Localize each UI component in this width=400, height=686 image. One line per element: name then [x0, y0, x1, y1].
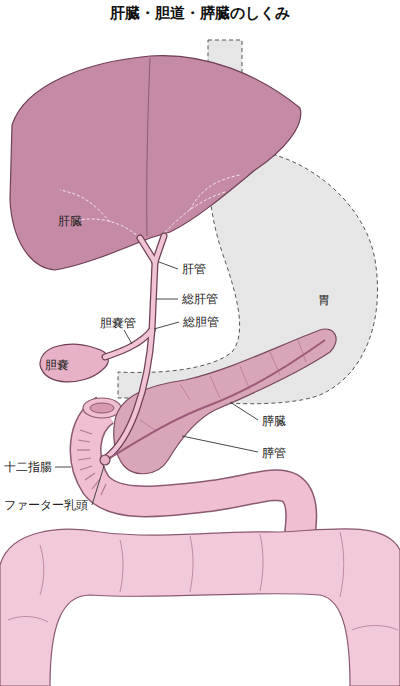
part-label: ファーター乳頭 [4, 498, 88, 512]
part-label: 総肝管 [182, 292, 218, 306]
part-label: 十二指腸 [4, 460, 52, 474]
part-label: 膵臓 [262, 414, 286, 428]
part-label: 胆嚢 [45, 358, 69, 372]
bile-ducts-outline [105, 236, 164, 458]
liver-lobe-line [147, 58, 150, 236]
leader-lines [55, 262, 258, 505]
colon [0, 529, 400, 686]
part-label: 肝管 [182, 262, 206, 276]
duodenal-lumen [90, 403, 114, 413]
bile-ducts [105, 236, 164, 458]
duodenal-bulb [83, 398, 121, 418]
liver [10, 56, 301, 270]
part-label: 胃 [318, 293, 330, 307]
pancreas-lobules [140, 340, 306, 430]
diagram-title: 肝臓・胆道・膵臓のしくみ [110, 4, 290, 22]
gallbladder [40, 344, 108, 382]
colon-haustra [8, 532, 398, 630]
part-label: 肝臓 [58, 214, 82, 228]
pancreatic-duct [106, 340, 325, 460]
part-label: 総胆管 [183, 315, 219, 329]
part-label: 胆嚢管 [100, 316, 136, 330]
papilla [100, 455, 110, 465]
intrahepatic-ducts [60, 175, 240, 238]
part-label: 膵管 [262, 446, 286, 460]
